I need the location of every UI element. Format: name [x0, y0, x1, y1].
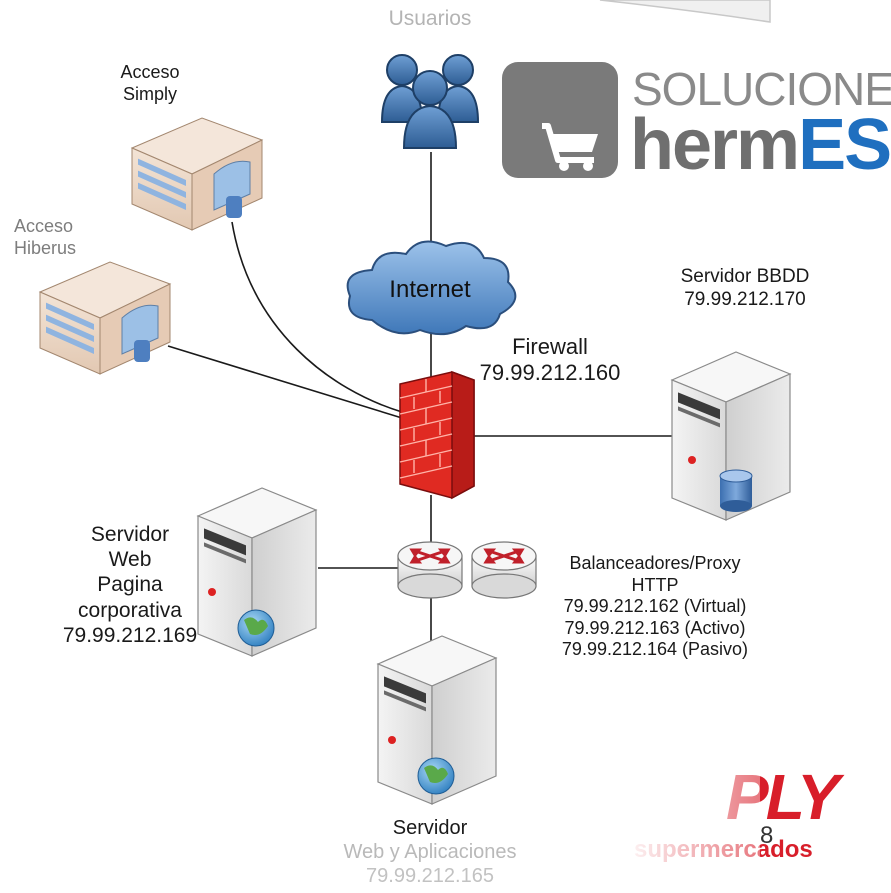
soluciones-hermes-logo: SOLUCIONES hermES — [500, 60, 891, 185]
globe-icon — [237, 609, 275, 647]
servidor-web-line1: Servidor — [90, 523, 170, 546]
firewall-ip: 79.99.212.160 — [479, 360, 621, 386]
acceso-hiberus-line2: Hiberus — [14, 237, 77, 258]
firewall-name: Firewall — [512, 334, 588, 359]
server-web-icon — [196, 487, 318, 657]
logo-fade-overlay — [630, 760, 760, 870]
servidor-web-line4: corporativa — [78, 598, 182, 622]
building-hiberus-icon — [38, 261, 172, 375]
acceso-simply-line2: Simply — [122, 83, 177, 104]
connection-lines — [167, 152, 672, 648]
balanceadores-line2: HTTP — [631, 574, 679, 595]
logo-soluciones-text: SOLUCIONES — [632, 63, 891, 115]
logo-es: ES — [798, 105, 891, 185]
server-bbdd-icon — [670, 351, 792, 521]
balanceadores-activo: 79.99.212.163 (Activo) — [564, 617, 746, 638]
cart-icon — [542, 123, 598, 171]
servidor-apps-label: Servidor Web y Aplicaciones 79.99.212.16… — [300, 816, 560, 888]
balanceadores-line1: Balanceadores/Proxy — [569, 553, 741, 573]
building-simply-icon — [130, 117, 264, 231]
acceso-simply-label: Acceso Simply — [70, 62, 230, 105]
acceso-hiberus-line1: Acceso — [14, 216, 74, 236]
servidor-apps-line1: Servidor — [392, 817, 468, 839]
page-number: 8 — [760, 822, 774, 849]
database-icon — [719, 469, 753, 512]
server-apps-icon — [376, 635, 498, 805]
acceso-simply-line1: Acceso — [120, 62, 180, 82]
usuarios-label: Usuarios — [388, 7, 472, 30]
globe-icon — [417, 757, 455, 795]
router-primary-icon — [397, 541, 463, 599]
servidor-web-line3: Pagina — [97, 573, 163, 597]
servidor-web-label: Servidor Web Pagina corporativa 79.99.21… — [20, 522, 240, 648]
logo-cart-box — [502, 62, 618, 178]
servidor-web-ip: 79.99.212.169 — [62, 623, 198, 647]
page-corner-decoration — [599, 0, 771, 23]
router-secondary-icon — [471, 541, 537, 599]
line-hiberus-firewall — [167, 345, 403, 419]
servidor-bbdd-name: Servidor BBDD — [680, 266, 810, 287]
servidor-apps-line2: Web y Aplicaciones — [343, 841, 517, 863]
internet-label: Internet — [389, 276, 471, 303]
servidor-bbdd-ip: 79.99.212.170 — [684, 288, 806, 310]
internet-cloud-icon — [346, 240, 517, 336]
balanceadores-pasivo: 79.99.212.164 (Pasivo) — [561, 639, 749, 660]
firewall-label: Firewall 79.99.212.160 — [440, 334, 660, 387]
logo-herm: herm — [630, 105, 800, 185]
simply-supermercados-logo: PLY supermercados — [630, 760, 850, 870]
acceso-hiberus-label: Acceso Hiberus — [0, 216, 124, 259]
servidor-web-line2: Web — [108, 548, 152, 572]
servidor-apps-ip: 79.99.212.165 — [366, 865, 494, 887]
balanceadores-label: Balanceadores/Proxy HTTP 79.99.212.162 (… — [520, 553, 790, 661]
line-simply-firewall — [231, 221, 403, 413]
logo-hermes-text: hermES — [630, 104, 891, 186]
servidor-bbdd-label: Servidor BBDD 79.99.212.170 — [650, 266, 840, 312]
users-icon — [380, 54, 480, 149]
firewall-icon — [399, 370, 475, 500]
balanceadores-virtual: 79.99.212.162 (Virtual) — [563, 596, 747, 617]
